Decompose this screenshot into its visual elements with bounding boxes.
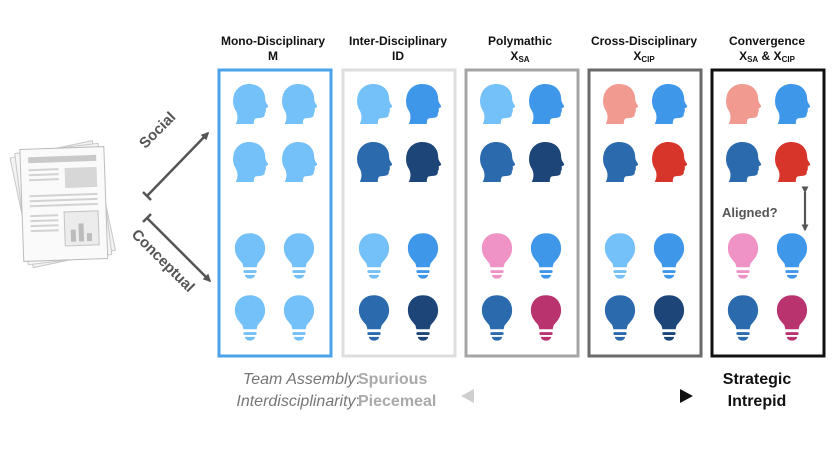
legend-high-end: Strategic Intrepid (712, 369, 802, 413)
lightbulb-icon (234, 233, 266, 279)
discipline-panel (710, 68, 826, 358)
head-profile-icon (357, 84, 393, 124)
head-profile-icon (652, 84, 688, 124)
panel-border (587, 68, 703, 358)
lightbulb-icon (283, 295, 315, 341)
legend-colon: : (355, 393, 360, 410)
legend-categories: Team Assembly: Interdisciplinarity: (150, 369, 360, 413)
head-profile-icon (529, 84, 565, 124)
legend-inter-text: Interdisciplinarity (236, 393, 356, 410)
lightbulb-icon (283, 233, 315, 279)
lightbulb-icon (604, 295, 636, 341)
column-title-abbrev: XCIP (584, 49, 704, 67)
head-profile-icon (282, 142, 318, 182)
column-title-line: Inter-Disciplinary (348, 34, 448, 48)
lightbulb-icon (530, 233, 562, 279)
lightbulb-icon (776, 295, 808, 341)
column-title-inter: Inter-Disciplinary ID (338, 34, 458, 64)
lightbulb-icon (358, 295, 390, 341)
head-profile-icon (357, 142, 393, 182)
lightbulb-icon (481, 233, 513, 279)
legend-intrepid: Intrepid (727, 393, 787, 410)
panel-border (710, 68, 826, 358)
newspaper-stack-icon (9, 140, 117, 269)
lightbulb-icon (776, 233, 808, 279)
panel-border (464, 68, 580, 358)
head-profile-icon (529, 142, 565, 182)
aligned-label: Aligned? (722, 205, 778, 220)
legend-category-team: Team Assembly: (150, 369, 360, 391)
legend-low-end: Spurious Piecemeal (358, 369, 436, 413)
lightbulb-icon (727, 295, 759, 341)
discipline-panel (587, 68, 703, 358)
head-profile-icon (603, 142, 639, 182)
column-title-line: Cross-Disciplinary (590, 34, 698, 48)
lightbulb-icon (407, 295, 439, 341)
abbrev-sub: SA (518, 55, 530, 64)
head-profile-icon (775, 84, 811, 124)
column-title-abbrev: XSA & XCIP (707, 49, 827, 67)
legend-category-inter: Interdisciplinarity: (150, 391, 360, 413)
abbrev-letter: X (739, 49, 748, 63)
abbrev-sub: CIP (781, 55, 795, 64)
panel-border (341, 68, 457, 358)
social-arrow-tail (142, 191, 152, 201)
discipline-panel (464, 68, 580, 358)
column-title-abbrev: M (268, 49, 278, 63)
conceptual-arrow (146, 217, 212, 283)
legend-piecemeal: Piecemeal (358, 393, 437, 410)
column-title-line: Convergence (728, 34, 806, 48)
column-title-abbrev: ID (392, 49, 404, 63)
head-profile-icon (233, 142, 269, 182)
panel-border (217, 68, 333, 358)
legend-colon: : (355, 371, 360, 388)
head-profile-icon (775, 142, 811, 182)
lightbulb-icon (604, 233, 636, 279)
legend-spurious: Spurious (358, 371, 428, 388)
lightbulb-icon (407, 233, 439, 279)
social-arrow (146, 131, 210, 197)
discipline-panel (341, 68, 457, 358)
legend-strategic: Strategic (722, 371, 792, 388)
head-profile-icon (726, 84, 762, 124)
lightbulb-icon (653, 233, 685, 279)
column-title-cross: Cross-Disciplinary XCIP (584, 34, 704, 67)
abbrev-letter: X (510, 49, 519, 63)
head-profile-icon (406, 142, 442, 182)
abbrev-sub: SA (747, 55, 759, 64)
column-title-convergence: Convergence XSA & XCIP (707, 34, 827, 67)
discipline-panel (217, 68, 333, 358)
spectrum-arrow-right-head (680, 389, 693, 403)
head-profile-icon (233, 84, 269, 124)
lightbulb-icon (358, 233, 390, 279)
abbrev-letter: X (633, 49, 642, 63)
abbrev-sub: CIP (641, 55, 655, 64)
spectrum-arrow-left-head (461, 389, 474, 403)
head-profile-icon (726, 142, 762, 182)
legend-team-text: Team Assembly (242, 371, 356, 388)
head-profile-icon (603, 84, 639, 124)
head-profile-icon (480, 84, 516, 124)
lightbulb-icon (481, 295, 513, 341)
lightbulb-icon (530, 295, 562, 341)
conceptual-arrow-tail (142, 213, 152, 223)
lightbulb-icon (234, 295, 266, 341)
head-profile-icon (406, 84, 442, 124)
column-title-line: Mono-Disciplinary (220, 34, 325, 48)
column-title-abbrev: XSA (460, 49, 580, 67)
column-title-mono: Mono-Disciplinary M (213, 34, 333, 64)
lightbulb-icon (727, 233, 759, 279)
column-title-line: Polymathic (487, 34, 553, 48)
lightbulb-icon (653, 295, 685, 341)
head-profile-icon (282, 84, 318, 124)
head-profile-icon (652, 142, 688, 182)
column-title-polymathic: Polymathic XSA (460, 34, 580, 67)
abbrev-amp: & X (758, 49, 782, 63)
head-profile-icon (480, 142, 516, 182)
